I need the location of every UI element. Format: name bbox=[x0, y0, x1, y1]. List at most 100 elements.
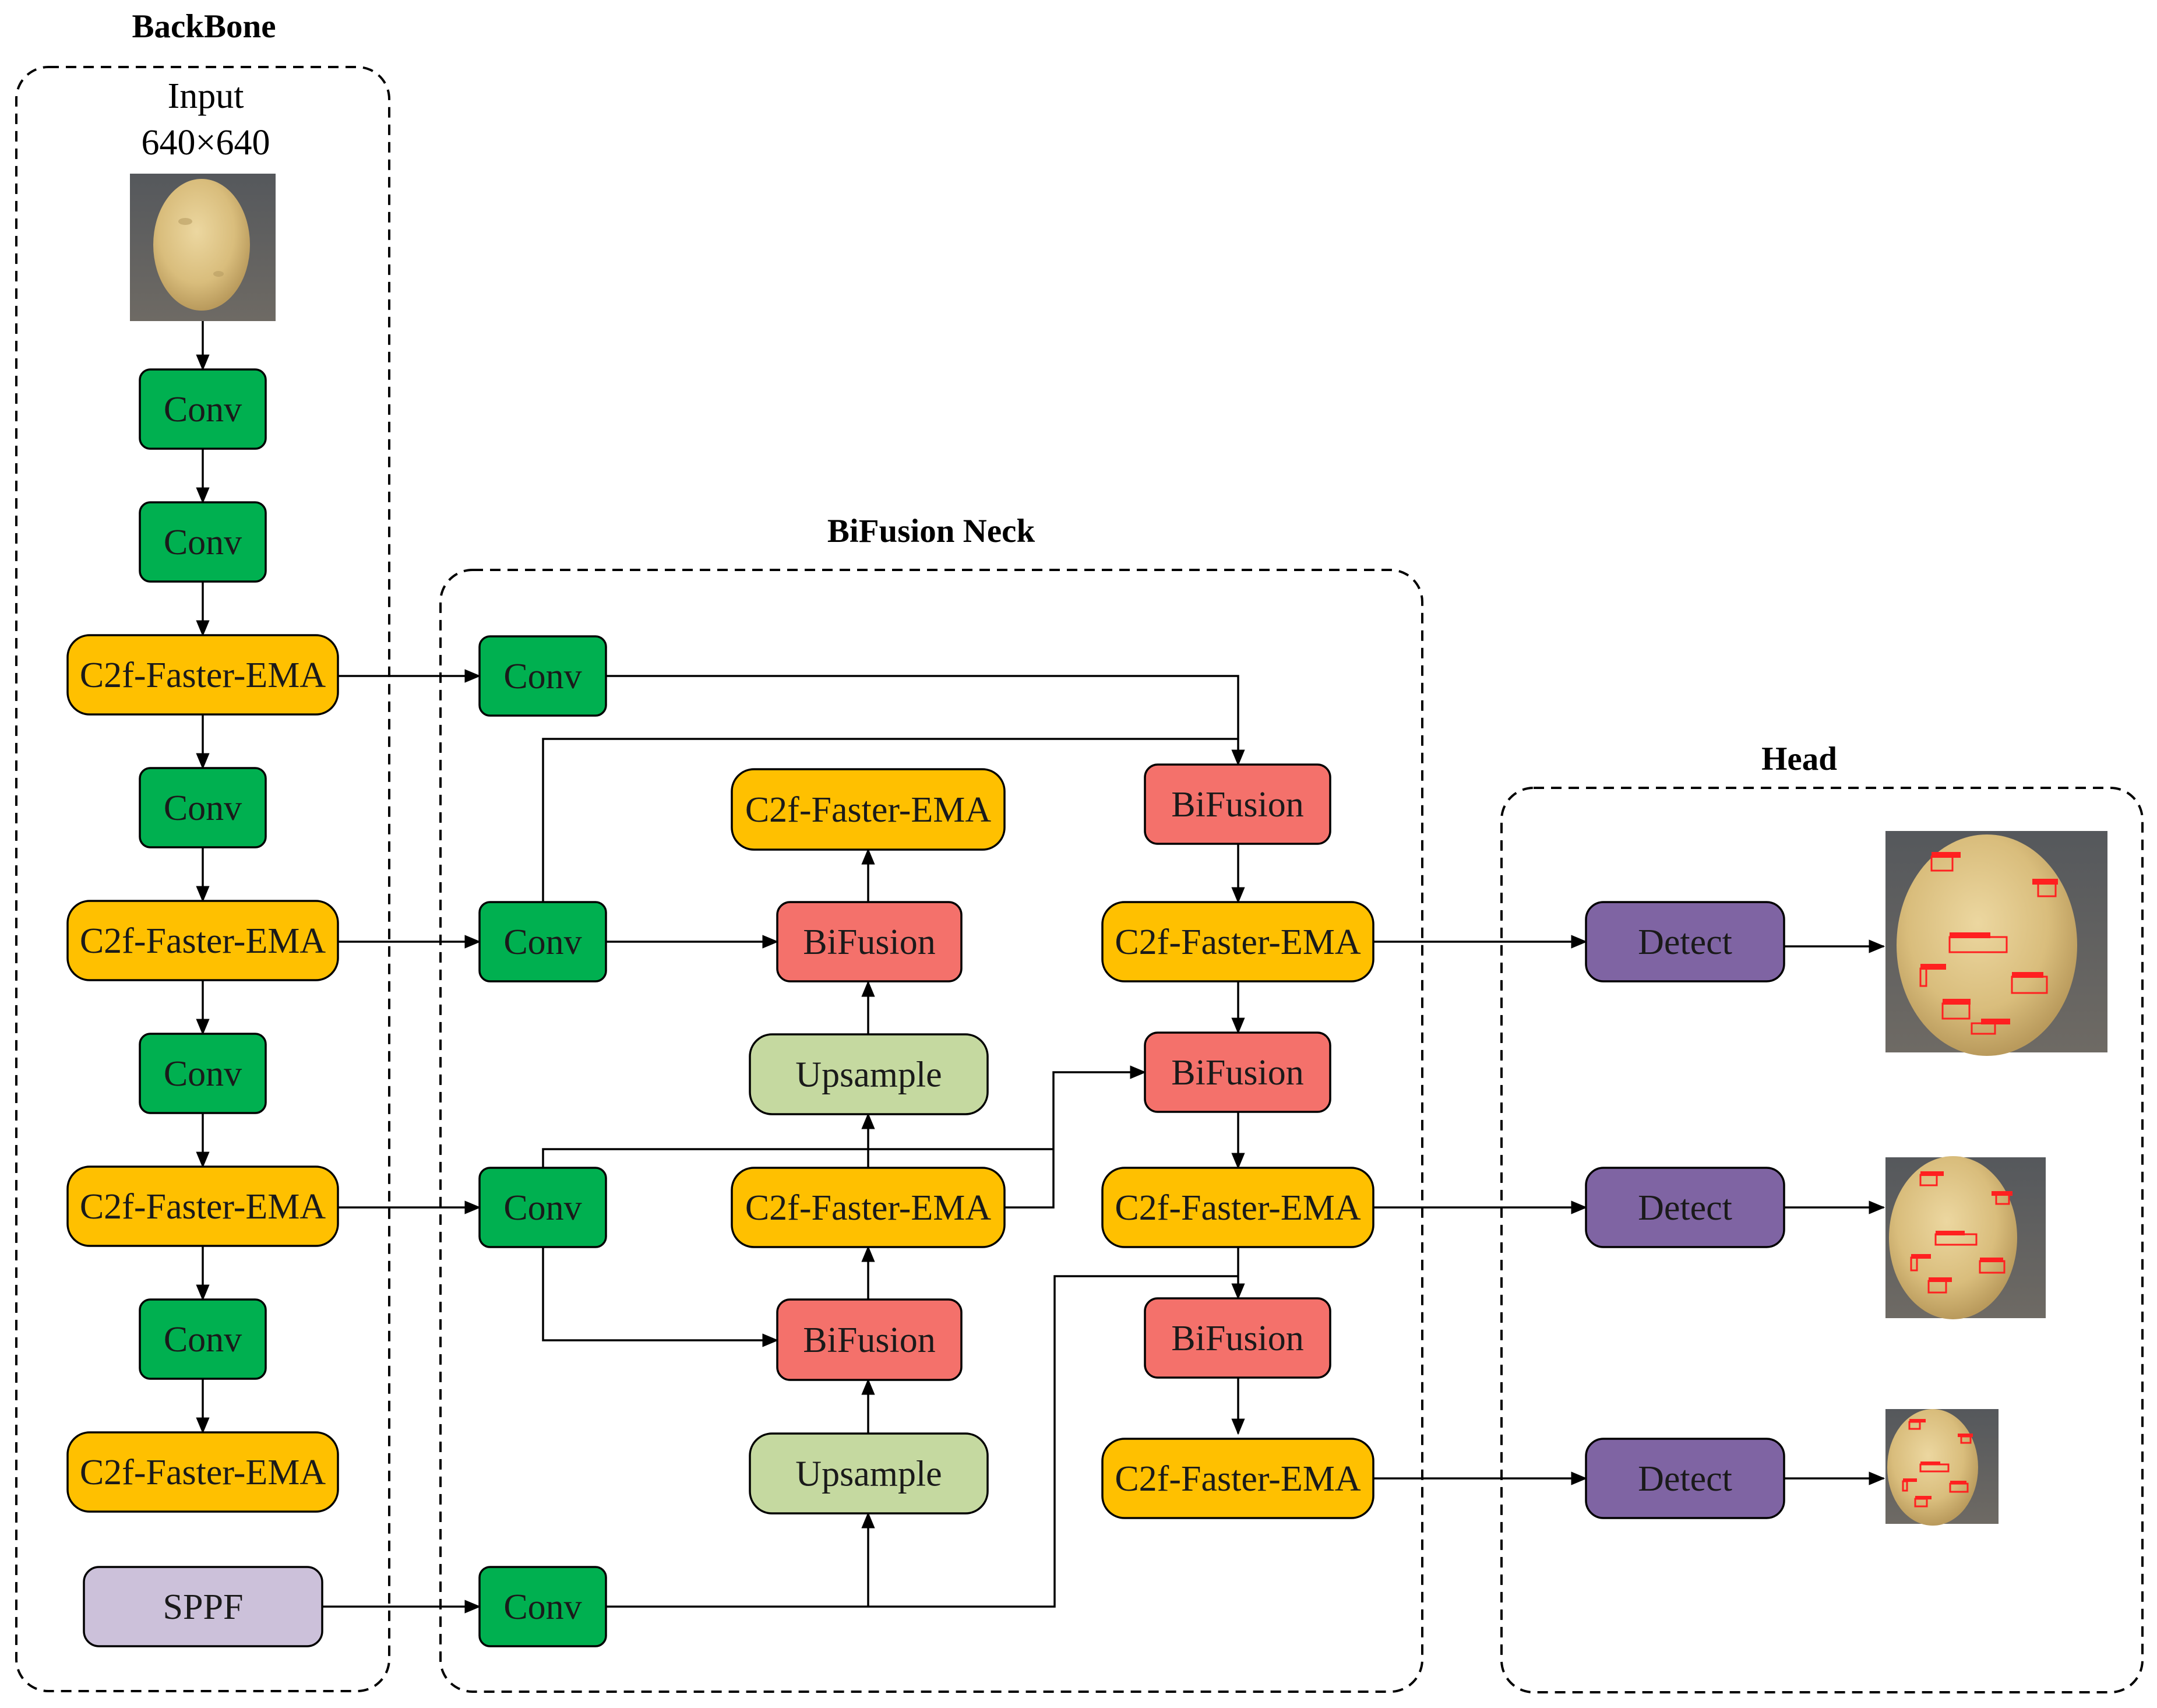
head-group: Head bbox=[1500, 741, 2144, 1693]
bb-conv-5-block: Conv bbox=[139, 1298, 267, 1380]
bb-conv-4-box bbox=[139, 1033, 267, 1114]
hd-detect-3-block: Detect bbox=[1585, 1438, 1785, 1519]
nk-upsample-2-box bbox=[749, 1432, 989, 1515]
head-title: Head bbox=[1761, 741, 1837, 777]
bb-c2f-2-box bbox=[66, 900, 339, 981]
bb-conv-2-block: Conv bbox=[139, 501, 267, 583]
nk-c2f-top-block: C2f-Faster-EMA bbox=[731, 768, 1006, 851]
bb-c2f-3-block: C2f-Faster-EMA bbox=[66, 1165, 339, 1247]
nk-bifusion-right-1-label: BiFusion bbox=[1171, 785, 1303, 825]
bb-sppf-label: SPPF bbox=[163, 1587, 244, 1627]
nk-conv-4-label: Conv bbox=[503, 1587, 581, 1627]
bb-c2f-4-block: C2f-Faster-EMA bbox=[66, 1431, 339, 1513]
neck-frame bbox=[439, 569, 1423, 1693]
input-size-label: 640×640 bbox=[142, 123, 270, 163]
bb-c2f-1-box bbox=[66, 634, 339, 716]
nk-bifusion-mid-1-box bbox=[776, 901, 963, 982]
nk-conv-3-block: Conv bbox=[478, 1167, 607, 1248]
nk-upsample-2-label: Upsample bbox=[795, 1455, 942, 1494]
nk-conv-2-block: Conv bbox=[478, 901, 607, 982]
bb-conv-2-box bbox=[139, 501, 267, 583]
bb-conv-3-label: Conv bbox=[164, 788, 242, 828]
backbone-frame bbox=[15, 66, 390, 1692]
bb-conv-3-box bbox=[139, 767, 267, 848]
nk-c2f-right-2-box bbox=[1101, 1167, 1374, 1248]
neck-group: BiFusion Neck bbox=[439, 513, 1423, 1693]
nk-conv-2-label: Conv bbox=[503, 922, 581, 962]
nk-conv-1-box bbox=[478, 635, 607, 717]
nk-c2f-right-2-block: C2f-Faster-EMA bbox=[1101, 1167, 1374, 1248]
nk-c2f-right-2-label: C2f-Faster-EMA bbox=[1115, 1188, 1361, 1228]
bb-conv-5-label: Conv bbox=[164, 1320, 242, 1360]
bb-conv-1-box bbox=[139, 368, 267, 450]
nk-upsample-2-block: Upsample bbox=[749, 1432, 989, 1515]
nk-conv-3-box bbox=[478, 1167, 607, 1248]
nk-c2f-right-3-block: C2f-Faster-EMA bbox=[1101, 1438, 1374, 1519]
nk-conv-4-box bbox=[478, 1566, 607, 1647]
nk-c2f-top-label: C2f-Faster-EMA bbox=[745, 790, 992, 830]
bb-c2f-3-box bbox=[66, 1165, 339, 1247]
nk-bifusion-right-3-box bbox=[1144, 1297, 1331, 1379]
nk-bifusion-right-1-block: BiFusion bbox=[1144, 763, 1331, 845]
nk-bifusion-right-2-label: BiFusion bbox=[1171, 1053, 1303, 1093]
hd-detect-3-label: Detect bbox=[1638, 1459, 1732, 1499]
nk-bifusion-mid-2-label: BiFusion bbox=[803, 1320, 935, 1360]
nk-c2f-mid-block: C2f-Faster-EMA bbox=[731, 1167, 1006, 1248]
backbone-title: BackBone bbox=[132, 8, 276, 45]
bb-sppf-block: SPPF bbox=[83, 1566, 323, 1647]
nk-bifusion-right-1-box bbox=[1144, 763, 1331, 845]
bb-c2f-4-box bbox=[66, 1431, 339, 1513]
output-image-2 bbox=[1885, 1156, 2046, 1319]
nk-conv-1-label: Conv bbox=[503, 657, 581, 696]
bb-conv-1-label: Conv bbox=[164, 390, 242, 429]
bb-sppf-box bbox=[83, 1566, 323, 1647]
bb-c2f-2-label: C2f-Faster-EMA bbox=[80, 921, 326, 961]
bb-conv-4-block: Conv bbox=[139, 1033, 267, 1114]
nk-c2f-right-3-label: C2f-Faster-EMA bbox=[1115, 1459, 1361, 1499]
hd-detect-1-block: Detect bbox=[1585, 901, 1785, 982]
nk-bifusion-mid-2-box bbox=[776, 1298, 963, 1381]
connectors bbox=[196, 321, 1885, 1614]
input-potato-image bbox=[130, 174, 276, 321]
nk-bifusion-mid-1-block: BiFusion bbox=[776, 901, 963, 982]
bb-c2f-4-label: C2f-Faster-EMA bbox=[80, 1453, 326, 1492]
nk-bifusion-right-2-box bbox=[1144, 1031, 1331, 1113]
nk-upsample-1-label: Upsample bbox=[795, 1055, 942, 1095]
nk-conv-3-label: Conv bbox=[503, 1188, 581, 1228]
bb-conv-4-label: Conv bbox=[164, 1054, 242, 1094]
nk-c2f-right-1-block: C2f-Faster-EMA bbox=[1101, 901, 1374, 982]
output-image-1 bbox=[1885, 831, 2107, 1056]
hd-detect-1-box bbox=[1585, 901, 1785, 982]
nk-bifusion-right-2-block: BiFusion bbox=[1144, 1031, 1331, 1113]
nk-bifusion-mid-2-block: BiFusion bbox=[776, 1298, 963, 1381]
hd-detect-1-label: Detect bbox=[1638, 922, 1732, 962]
hd-detect-2-box bbox=[1585, 1167, 1785, 1248]
bb-conv-1-block: Conv bbox=[139, 368, 267, 450]
nk-conv-1-block: Conv bbox=[478, 635, 607, 717]
nk-upsample-1-block: Upsample bbox=[749, 1033, 989, 1115]
backbone-group: BackBone bbox=[15, 8, 390, 1692]
bb-c2f-1-label: C2f-Faster-EMA bbox=[80, 656, 326, 695]
bb-conv-2-label: Conv bbox=[164, 523, 242, 562]
nk-c2f-mid-box bbox=[731, 1167, 1006, 1248]
nk-conv-4-block: Conv bbox=[478, 1566, 607, 1647]
nk-c2f-right-1-box bbox=[1101, 901, 1374, 982]
bb-c2f-1-block: C2f-Faster-EMA bbox=[66, 634, 339, 716]
hd-detect-2-block: Detect bbox=[1585, 1167, 1785, 1248]
head-frame bbox=[1500, 787, 2144, 1693]
bb-conv-5-box bbox=[139, 1298, 267, 1380]
blocks: ConvConvC2f-Faster-EMAConvC2f-Faster-EMA… bbox=[66, 368, 1785, 1647]
neck-title: BiFusion Neck bbox=[827, 513, 1035, 550]
nk-conv-2-box bbox=[478, 901, 607, 982]
nk-bifusion-mid-1-label: BiFusion bbox=[803, 922, 935, 962]
nk-bifusion-right-3-label: BiFusion bbox=[1171, 1319, 1303, 1358]
nk-c2f-top-box bbox=[731, 768, 1006, 851]
nk-c2f-mid-label: C2f-Faster-EMA bbox=[745, 1188, 992, 1228]
nk-upsample-1-box bbox=[749, 1033, 989, 1115]
input-label: Input bbox=[168, 76, 244, 116]
hd-detect-2-label: Detect bbox=[1638, 1188, 1732, 1228]
hd-detect-3-box bbox=[1585, 1438, 1785, 1519]
nk-c2f-right-3-box bbox=[1101, 1438, 1374, 1519]
bb-conv-3-block: Conv bbox=[139, 767, 267, 848]
bb-c2f-2-block: C2f-Faster-EMA bbox=[66, 900, 339, 981]
